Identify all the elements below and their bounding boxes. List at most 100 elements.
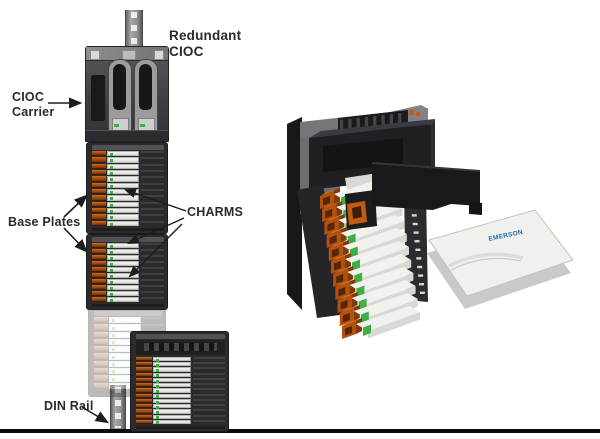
screw-terminal-strip	[141, 285, 164, 290]
charm-led-indicator	[110, 152, 113, 156]
charm-row	[136, 372, 225, 378]
charm-led-indicator	[110, 244, 113, 248]
charm-module	[107, 285, 139, 290]
charm-row	[342, 306, 420, 339]
label-charms: CHARMS	[187, 205, 244, 219]
terminal-block	[94, 324, 108, 331]
charm-led-indicator	[110, 262, 113, 266]
charm-row	[94, 317, 162, 324]
screw-terminal-strip	[141, 195, 164, 201]
charm-module	[107, 273, 139, 278]
cioc-module-slot	[113, 64, 126, 110]
charm-module	[153, 419, 191, 425]
charm-led-indicator	[112, 326, 115, 330]
screw-terminal-strip	[193, 393, 225, 398]
plate-connector-top	[136, 340, 225, 355]
screw-terminal-strip	[141, 255, 164, 260]
charm-led-indicator	[112, 363, 115, 367]
charm-row	[92, 195, 164, 201]
terminal-block	[136, 409, 152, 414]
charm-led-indicator	[110, 190, 113, 194]
screw-terminal-strip	[143, 324, 162, 331]
screw-terminal-strip	[141, 243, 164, 248]
charm-row	[92, 182, 164, 188]
charm-row	[92, 157, 164, 163]
charm-row	[136, 383, 225, 388]
charm-led-indicator	[112, 377, 115, 381]
terminal-block	[92, 201, 106, 207]
terminal-block	[92, 176, 106, 182]
charm-module	[107, 261, 139, 266]
terminal-block	[136, 393, 152, 398]
terminal-block	[92, 169, 106, 176]
charm-module	[153, 372, 191, 378]
terminal-block	[94, 331, 108, 338]
charm-row	[136, 404, 225, 409]
screw-terminal-strip	[141, 291, 164, 296]
terminal-block	[94, 346, 108, 353]
charm-led-indicator	[110, 171, 113, 175]
screw-terminal-strip	[141, 297, 164, 302]
terminal-block	[92, 195, 106, 201]
screw-terminal-strip	[141, 176, 164, 182]
charm-led-indicator	[110, 274, 113, 278]
label-cioc-carrier: CIOC Carrier	[12, 90, 55, 119]
terminal-block	[92, 285, 106, 290]
terminal-block	[94, 382, 108, 389]
cioc-status-led	[114, 124, 119, 127]
charm-module	[107, 201, 139, 207]
terminal-block	[92, 163, 106, 169]
charm-led-indicator	[110, 256, 113, 260]
charm-led-indicator	[110, 222, 113, 226]
charm-row	[92, 291, 164, 296]
charm-row	[92, 297, 164, 302]
charm-module	[107, 157, 139, 163]
charm-module	[107, 279, 139, 284]
charm-module	[107, 249, 139, 254]
screw-terminal-strip	[193, 362, 225, 367]
terminal-block	[94, 317, 108, 324]
charm-module	[107, 207, 139, 214]
screw-terminal-strip	[141, 220, 164, 226]
screw-terminal-strip	[141, 273, 164, 278]
charm-led-indicator	[156, 379, 159, 383]
charm-module	[153, 398, 191, 404]
cioc-status-led	[140, 124, 145, 127]
screw-terminal-strip	[193, 388, 225, 393]
charm-module	[109, 317, 141, 324]
screw-terminal-strip	[193, 414, 225, 419]
screw-terminal-strip	[141, 267, 164, 272]
charm-row	[136, 362, 225, 367]
charm-led-indicator	[110, 165, 113, 169]
terminal-block	[94, 375, 108, 382]
terminal-block	[92, 220, 106, 226]
terminal-block	[92, 151, 106, 157]
charm-led-indicator	[156, 421, 159, 425]
charm-row	[92, 214, 164, 220]
charm-led-indicator	[110, 203, 113, 207]
terminal-block	[92, 261, 106, 266]
base-plate-1	[86, 142, 168, 234]
charm-row	[92, 188, 164, 195]
charm-module	[107, 267, 139, 272]
terminal-block	[92, 207, 106, 214]
charm-led-indicator	[156, 395, 159, 399]
charm-row	[92, 243, 164, 248]
charm-row	[92, 220, 164, 226]
charm-module	[107, 195, 139, 201]
charm-module	[107, 188, 139, 195]
charm-row	[92, 261, 164, 266]
charm-module	[153, 409, 191, 414]
charm-row	[92, 176, 164, 182]
charm-led-indicator	[110, 216, 113, 220]
screw-terminal-strip	[141, 249, 164, 254]
charm-module	[107, 291, 139, 296]
charm-row	[136, 409, 225, 414]
terminal-block	[92, 243, 106, 248]
screw-terminal-strip	[141, 182, 164, 188]
charm-row	[136, 398, 225, 404]
charm-led-indicator	[156, 390, 159, 394]
screw-terminal-strip	[141, 188, 164, 195]
charm-module	[153, 377, 191, 383]
charm-row	[92, 201, 164, 207]
